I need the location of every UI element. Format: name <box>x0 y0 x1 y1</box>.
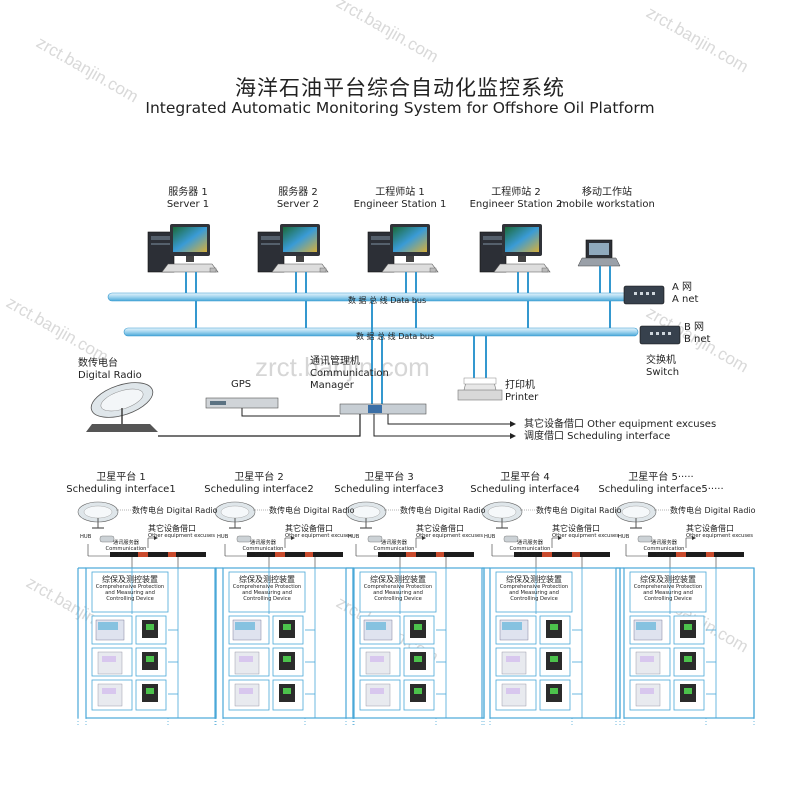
platform-radio-label: 数传电台 Digital Radio <box>670 506 756 515</box>
gps-icon <box>205 397 279 409</box>
watermark-center: zrct.banjin.com <box>255 352 430 382</box>
title-en: Integrated Automatic Monitoring System f… <box>145 99 655 117</box>
switch-a-icon <box>623 285 665 305</box>
other-equipment-label: 其它设备借口 Other equipment excuses <box>524 419 717 430</box>
platform-hub-label: HUB <box>484 534 496 540</box>
gps-label: GPS <box>231 379 252 390</box>
platform-radio-label: 数传电台 Digital Radio <box>132 506 218 515</box>
bus-a-label: 数 据 总 线 Data bus <box>348 296 427 305</box>
platform-hub-label: HUB <box>217 534 229 540</box>
scheduling-interface-label: 调度借口 Scheduling interface <box>524 431 671 442</box>
engineer-station-2-icon <box>479 223 551 273</box>
switch-b-icon <box>639 325 681 345</box>
platform-radio-label: 数传电台 Digital Radio <box>536 506 622 515</box>
platform-hub-label: HUB <box>80 534 92 540</box>
engineer-station-1-icon <box>367 223 439 273</box>
bus-b-label: 数 据 总 线 Data bus <box>356 332 435 341</box>
server-1-icon <box>147 223 219 273</box>
platform-hub-label: HUB <box>618 534 630 540</box>
platform-radio-label: 数传电台 Digital Radio <box>400 506 486 515</box>
platform-radio-label: 数传电台 Digital Radio <box>269 506 355 515</box>
platform-5-title: 卫星平台 5·····Scheduling interface5····· <box>598 472 724 495</box>
printer-icon <box>457 377 503 401</box>
communication-manager-icon <box>339 403 427 415</box>
server-2-icon <box>257 223 329 273</box>
digital-radio-dish-icon <box>86 382 158 432</box>
platform-hub-label: HUB <box>348 534 360 540</box>
laptop-icon <box>577 239 621 267</box>
title-cn: 海洋石油平台综合自动化监控系统 <box>235 76 565 100</box>
